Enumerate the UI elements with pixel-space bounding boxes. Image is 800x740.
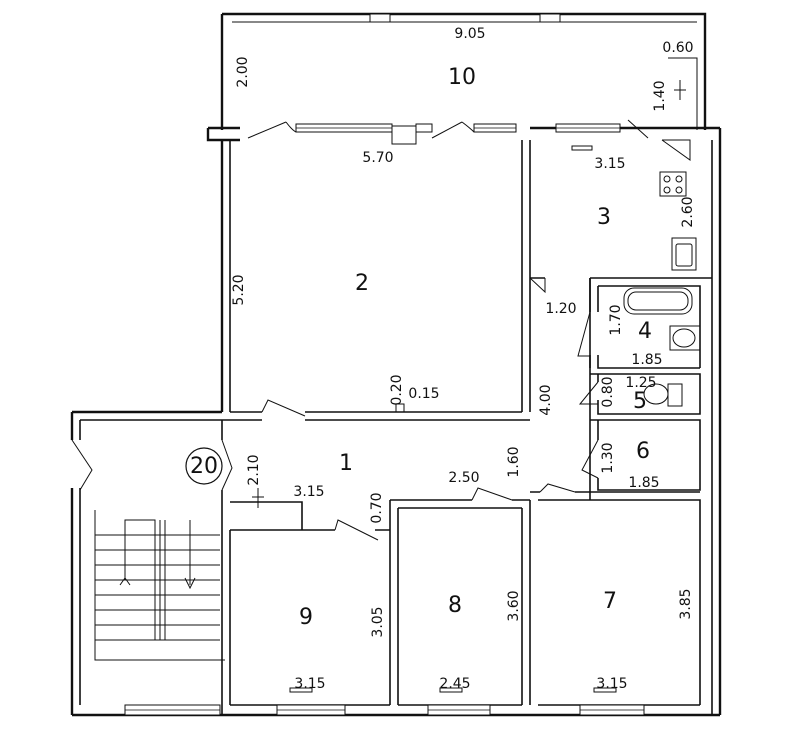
dim-room6-width: 1.85 xyxy=(628,475,659,491)
dim-room8-height: 3.60 xyxy=(506,590,522,621)
dim-hall-width: 3.15 xyxy=(293,484,324,500)
room-7-label: 7 xyxy=(603,589,617,614)
kitchen-sink-icon xyxy=(671,237,697,271)
dim-room7-height: 3.85 xyxy=(678,588,694,619)
dim-hall-height: 2.10 xyxy=(246,454,262,485)
room2-window-pier xyxy=(391,125,417,145)
door-room6 xyxy=(581,439,599,479)
dim-room2-niche-h: 0.20 xyxy=(389,374,405,405)
dimension-ticks xyxy=(252,80,686,508)
room-5-label: 5 xyxy=(633,389,647,414)
room2-niche xyxy=(395,403,405,412)
room6-box xyxy=(590,419,701,491)
room9-radiator xyxy=(289,687,313,693)
dim-balcony-depth: 2.00 xyxy=(235,56,251,87)
washbasin-icon xyxy=(669,325,701,351)
windows xyxy=(124,13,645,716)
door-room3 xyxy=(529,277,546,294)
room4-inner xyxy=(597,286,700,369)
dim-corridor-length: 4.00 xyxy=(538,384,554,415)
dim-room4-height: 1.70 xyxy=(608,304,624,335)
stove-icon xyxy=(659,171,687,197)
room-8-label: 8 xyxy=(448,593,462,618)
dim-room9-width: 3.15 xyxy=(294,676,325,692)
room-labels: 10 2 3 4 5 6 1 9 8 7 xyxy=(299,65,652,630)
balcony-small-niche xyxy=(668,57,698,130)
dimension-labels: 9.05 2.00 0.60 1.40 5.70 5.20 0.20 0.15 … xyxy=(231,26,696,692)
room-3-label: 3 xyxy=(597,205,611,230)
room8-7-divider xyxy=(521,500,531,705)
dim-room6-height: 1.30 xyxy=(600,442,616,473)
room2-right-wall xyxy=(521,140,531,412)
bathtub-icon xyxy=(623,287,693,315)
door-balcony-3 xyxy=(627,119,649,139)
room-10-label: 10 xyxy=(448,65,476,90)
dim-room3-width: 3.15 xyxy=(594,156,625,172)
tick-balcony xyxy=(674,80,686,100)
balcony-window-1 xyxy=(369,13,391,23)
dim-hall-door: 2.50 xyxy=(448,470,479,486)
dim-room8-width: 2.45 xyxy=(439,676,470,692)
window-center-lines xyxy=(125,127,644,711)
door-room9 xyxy=(334,519,379,541)
hall-step xyxy=(230,501,303,530)
stair-badge: 20 xyxy=(190,454,218,479)
room8-radiator xyxy=(439,687,463,693)
stair-right-wall xyxy=(221,420,231,715)
stair-outline xyxy=(94,510,225,661)
dim-room5-height: 0.80 xyxy=(600,376,616,407)
room7-top-inner xyxy=(538,499,701,705)
staircase: 20 xyxy=(94,447,225,661)
vent-icon xyxy=(661,139,691,161)
doors xyxy=(71,119,649,541)
door-room4 xyxy=(577,311,591,357)
room-4-label: 4 xyxy=(638,319,652,344)
dim-room3-height: 2.60 xyxy=(680,196,696,227)
door-balcony-1 xyxy=(247,121,297,139)
upper-wall-left-cap xyxy=(206,128,240,142)
tick-hall xyxy=(252,488,264,508)
dim-room9-height: 3.05 xyxy=(370,606,386,637)
stair-badge-circle xyxy=(185,447,223,485)
dim-corridor-width: 1.60 xyxy=(506,446,522,477)
door-room5 xyxy=(578,381,599,405)
dim-room2-width: 5.70 xyxy=(362,150,393,166)
dim-room4-width: 1.85 xyxy=(631,352,662,368)
room2-window-right xyxy=(415,123,433,133)
door-stair xyxy=(71,439,233,491)
room3-radiator xyxy=(571,145,593,151)
balcony-window-2 xyxy=(539,13,561,23)
door-room8 xyxy=(471,487,513,501)
door-room2 xyxy=(261,399,306,417)
dim-hall-step: 0.70 xyxy=(369,492,385,523)
dim-balcony-small-h: 1.40 xyxy=(652,80,668,111)
stair-arrows xyxy=(119,519,196,640)
fixtures xyxy=(623,139,701,407)
dim-balcony-small-w: 0.60 xyxy=(662,40,693,56)
dim-room5-width: 1.25 xyxy=(625,375,656,391)
room-2-label: 2 xyxy=(355,271,369,296)
room9-8-divider xyxy=(389,500,399,705)
dim-room2-height: 5.20 xyxy=(231,274,247,305)
dim-balcony-width: 9.05 xyxy=(454,26,485,42)
dim-room3-door: 1.20 xyxy=(545,301,576,317)
room-9-label: 9 xyxy=(299,605,313,630)
dim-room2-niche-w: 0.15 xyxy=(408,386,439,402)
room-1-label: 1 xyxy=(339,451,353,476)
room-6-label: 6 xyxy=(636,439,650,464)
room7-radiator xyxy=(593,687,617,693)
door-balcony-2 xyxy=(431,121,475,139)
door-room7 xyxy=(539,483,576,493)
dim-room7-width: 3.15 xyxy=(596,676,627,692)
room5-box xyxy=(590,373,701,415)
stair-treads xyxy=(95,534,220,641)
